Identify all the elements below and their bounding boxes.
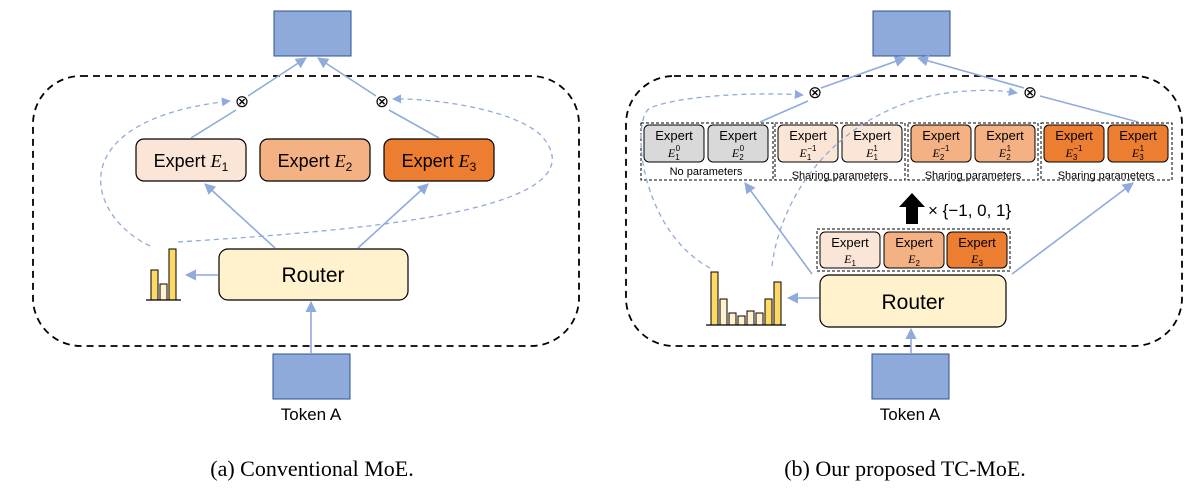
- expert-e1-minus1: Expert E1−1: [777, 124, 839, 163]
- svg-text:E2−1: E2−1: [932, 144, 950, 162]
- flow-arrows: [184, 57, 440, 353]
- expert-group-1: [774, 122, 906, 181]
- svg-text:E1: E1: [843, 252, 856, 268]
- svg-text:E21: E21: [998, 144, 1012, 162]
- svg-text:Expert: Expert: [922, 128, 960, 143]
- base-expert-1: Expert E1: [819, 231, 881, 269]
- input-token-box: [272, 353, 351, 400]
- svg-text:Expert: Expert: [719, 128, 757, 143]
- svg-text:Expert: Expert: [958, 235, 996, 250]
- group-label-sharing-1: Sharing parameters: [792, 170, 889, 182]
- input-token-label: Token A: [281, 405, 342, 424]
- expert-word: Expert: [402, 151, 454, 171]
- expert-e1-0: Expert E10: [643, 124, 705, 163]
- group-label-no-parameters: No parameters: [670, 166, 743, 178]
- expert-word: Expert: [278, 151, 330, 171]
- svg-text:E3−1: E3−1: [1065, 144, 1083, 162]
- caption-a: (a) Conventional MoE.: [210, 456, 413, 481]
- svg-text:E31: E31: [1131, 144, 1145, 162]
- combine-symbol-left: ⊗: [808, 83, 822, 102]
- svg-text:Expert: Expert: [895, 235, 933, 250]
- expert-group-3: [1040, 122, 1173, 181]
- expert-group-2: [907, 122, 1039, 181]
- moe-layer-boundary: [32, 75, 580, 347]
- expert-e2-minus1: Expert E2−1: [910, 124, 972, 163]
- ternary-label: × {−1, 0, 1}: [928, 201, 1012, 220]
- combine-symbol-left: ⊗: [235, 92, 249, 111]
- base-experts-group: [816, 228, 1011, 272]
- svg-text:Expert: Expert: [1055, 128, 1093, 143]
- svg-text:E1−1: E1−1: [799, 144, 817, 162]
- output-token-box: [872, 10, 951, 57]
- moe-layer-boundary: [625, 75, 1183, 347]
- group-label-sharing-3: Sharing parameters: [1058, 170, 1155, 182]
- svg-text:Expert: Expert: [986, 128, 1024, 143]
- gating-weights-bars: [146, 248, 181, 301]
- expert-e3-plus1: Expert E31: [1107, 124, 1169, 163]
- router-box: [218, 248, 409, 301]
- ternary-expand-arrow: [899, 193, 925, 224]
- expert-group-zero: [640, 122, 774, 181]
- svg-text:Expert: Expert: [655, 128, 693, 143]
- expert-e1-plus1: Expert E11: [841, 124, 903, 163]
- svg-text:E20: E20: [731, 144, 745, 162]
- panel-tc-moe: Token A Router Expert E1 Expert E2 Exper…: [625, 10, 1183, 481]
- expert-e2-plus1: Expert E21: [974, 124, 1036, 163]
- input-token-label: Token A: [880, 405, 941, 424]
- router-label: Router: [281, 264, 344, 287]
- output-token-box: [273, 10, 352, 57]
- base-expert-3: Expert E3: [946, 231, 1008, 269]
- gating-dashed-arrows: [100, 94, 553, 247]
- svg-text:E10: E10: [667, 144, 681, 162]
- expert-e2-0: Expert E20: [707, 124, 769, 163]
- svg-text:Expert: Expert: [1119, 128, 1157, 143]
- svg-text:Expert: Expert: [789, 128, 827, 143]
- router-box: [819, 274, 1007, 328]
- svg-text:Expert: Expert: [831, 235, 869, 250]
- caption-b: (b) Our proposed TC-MoE.: [784, 456, 1026, 481]
- base-expert-2: Expert E2: [883, 231, 945, 269]
- group-label-sharing-2: Sharing parameters: [925, 170, 1022, 182]
- svg-text:E2: E2: [907, 252, 920, 268]
- svg-text:E3: E3: [970, 252, 983, 268]
- flow-arrows: [744, 55, 1139, 353]
- svg-text:E11: E11: [865, 144, 878, 162]
- expert-e3-minus1: Expert E3−1: [1043, 124, 1105, 163]
- gating-dashed-arrows: [640, 87, 1018, 269]
- expert-word: Expert: [154, 151, 206, 171]
- gating-weights-bars: [706, 271, 786, 326]
- svg-text:Expert: Expert: [853, 128, 891, 143]
- router-label: Router: [881, 291, 944, 314]
- combine-symbol-right: ⊗: [375, 92, 389, 111]
- input-token-box: [871, 353, 950, 400]
- combine-symbol-right: ⊗: [1023, 83, 1037, 102]
